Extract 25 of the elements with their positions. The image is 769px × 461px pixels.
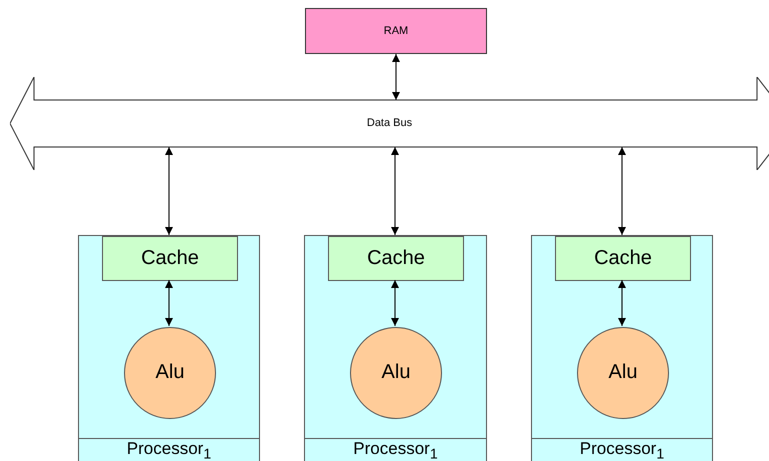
node-label: Cache [366,246,426,270]
cache-box [102,236,238,281]
node-label: Alu [608,360,638,384]
arrow [618,280,626,326]
processor-label: Processor$_{1}$ [578,439,666,461]
processor-label: Processor$_{1}$ [352,439,439,461]
arrow [165,280,173,326]
arrow [618,146,626,236]
processor-panel [304,235,487,461]
processor-panel [531,235,713,461]
node-label: Cache [593,246,653,270]
processor-label: Processor$_{1}$ [126,439,212,461]
bus-label: Data Bus [366,116,414,130]
memory-box [305,8,487,54]
cache-box [555,236,691,281]
node-label: Alu [380,360,412,384]
arrow [391,146,399,236]
node-label: Cache [140,246,200,270]
arrow [165,146,173,236]
arrow [391,280,399,326]
node-label: RAM [382,24,410,38]
node-label: Alu [154,360,186,384]
cache-box [328,236,464,281]
arrow [392,54,400,100]
processor-panel [78,235,260,461]
